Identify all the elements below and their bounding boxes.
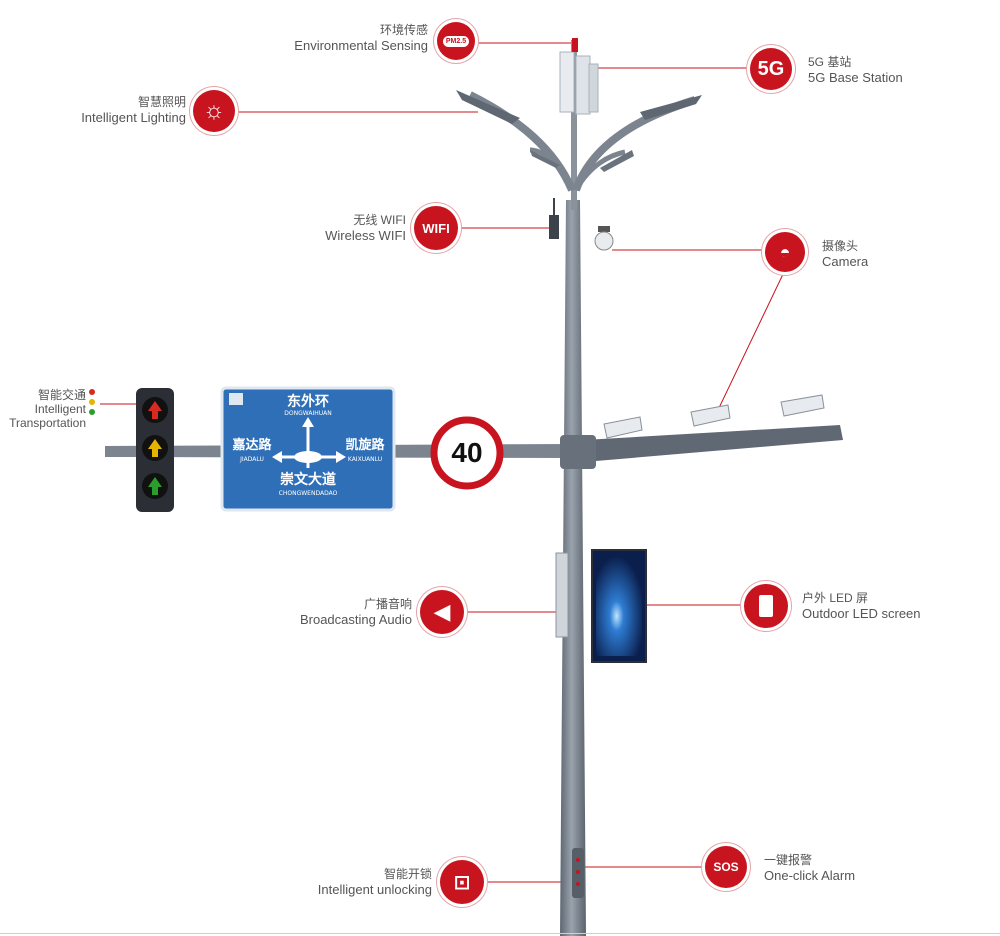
label-camera: 摄像头 Camera [822,238,942,270]
ground-line [0,933,1000,934]
led-en: Outdoor LED screen [802,606,921,621]
pm25-badge: PM2.5 [442,35,470,47]
traffic-en-2: Transportation [9,416,86,430]
label-broadcasting-audio: 广播音响 Broadcasting Audio [260,596,412,628]
sign-east-en: KAIXUANLU [347,456,383,463]
sign-north-en: DONGWAIHUAN [284,410,332,417]
traffic-light [136,388,174,512]
cloud-icon: PM2.5 [437,22,475,60]
sign-east-zh: 凯旋路 [345,438,385,453]
label-5g-base-station: 5G 基站 5G Base Station [808,54,988,86]
speaker-icon: ◀ [420,590,464,634]
label-intelligent-transportation: 智能交通 Intelligent Transportation [2,388,86,430]
phone-screen-icon [744,584,788,628]
label-intelligent-unlocking: 智能开锁 Intelligent unlocking [268,866,432,898]
traffic-en-1: Intelligent [34,402,86,416]
speed-limit-value: 40 [451,437,483,468]
camera-zh: 摄像头 [822,239,859,253]
label-environmental-sensing: 环境传感 Environmental Sensing [240,22,428,54]
audio-en: Broadcasting Audio [299,612,412,627]
sign-north-zh: 东外环 [287,394,329,410]
label-wireless-wifi: 无线 WIFI Wireless WIFI [280,212,406,244]
alarm-en: One-click Alarm [764,868,856,883]
wifi-icon: WIFI [414,206,458,250]
road-sign [220,386,396,512]
audio-zh: 广播音响 [363,597,412,611]
label-outdoor-led: 户外 LED 屏 Outdoor LED screen [802,590,962,622]
sos-badge-text: SOS [713,860,739,874]
traffic-zh: 智能交通 [37,388,86,402]
sign-west-en: JIADALU [240,456,264,463]
sign-west-zh: 嘉达路 [232,438,272,453]
sos-icon: SOS [705,846,747,888]
wifi-en: Wireless WIFI [325,228,406,243]
led-zh: 户外 LED 屏 [802,591,869,605]
environmental-zh: 环境传感 [379,23,428,37]
label-intelligent-lighting: 智慧照明 Intelligent Lighting [40,94,186,126]
5g-badge-text: 5G [757,57,785,80]
wifi-zh: 无线 WIFI [353,213,406,227]
lighting-zh: 智慧照明 [137,95,186,109]
alarm-zh: 一键报警 [764,853,813,867]
label-one-click-alarm: 一键报警 One-click Alarm [764,852,904,884]
sign-south-en: CHONGWENDADAO [278,490,338,497]
leader-lines [100,42,786,883]
lighting-en: Intelligent Lighting [81,110,186,125]
speed-limit-sign [430,416,504,490]
sun-icon: ☼ [193,90,235,132]
base-station-en: 5G Base Station [808,70,903,85]
dome-camera-icon: ◓ [765,232,805,272]
sign-south-zh: 崇文大道 [280,472,336,488]
main-pole [105,38,843,936]
unlocking-en: Intelligent unlocking [317,882,432,897]
wifi-badge-text: WIFI [422,220,450,236]
5g-signal-icon: 5G [750,48,792,90]
traffic-dots-icon [89,389,95,415]
environmental-en: Environmental Sensing [294,38,428,53]
camera-en: Camera [822,254,869,269]
lock-icon: ⊡ [440,860,484,904]
base-station-zh: 5G 基站 [808,55,852,69]
unlocking-zh: 智能开锁 [383,867,432,881]
